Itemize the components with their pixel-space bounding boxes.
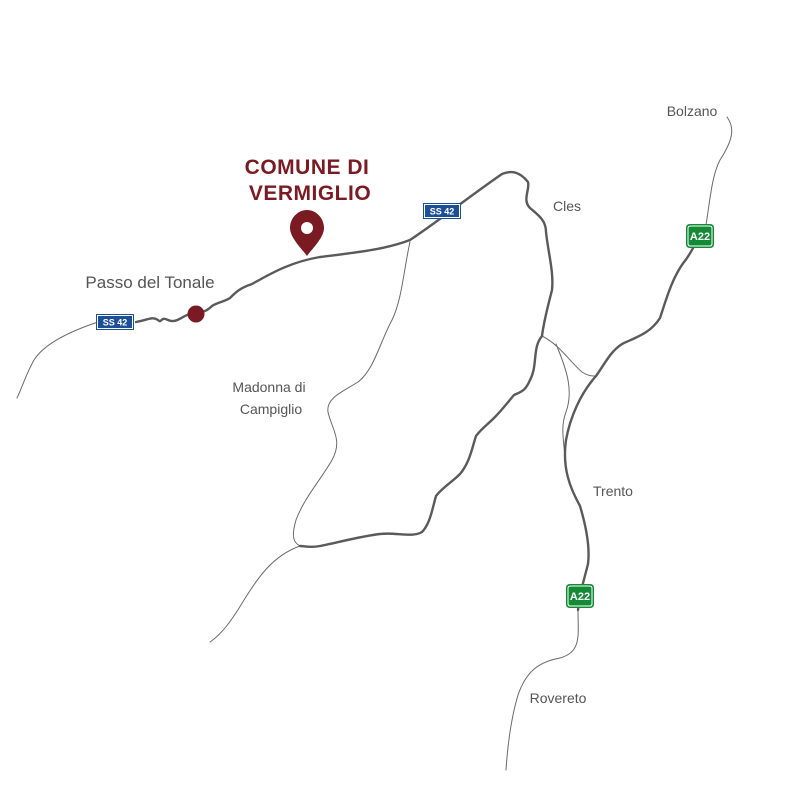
label-cles: Cles	[553, 198, 581, 214]
ss42-label-west: SS 42	[103, 318, 128, 328]
label-passo-del-tonale: Passo del Tonale	[85, 273, 214, 292]
label-bolzano: Bolzano	[667, 103, 718, 119]
ss42-label-east: SS 42	[430, 207, 455, 217]
road-cles-link	[541, 335, 597, 377]
road-bolzano-spur	[705, 116, 733, 226]
road-madonna-valley	[292, 241, 411, 547]
label-madonna-line-1: Madonna di	[232, 379, 305, 395]
minor-roads	[16, 116, 733, 771]
main-roads	[134, 170, 708, 612]
road-ss42	[134, 170, 554, 338]
a22-shield-south: A22	[566, 584, 594, 608]
title-line-2: VERMIGLIO	[249, 182, 371, 205]
a22-label-south: A22	[570, 591, 590, 603]
label-rovereto: Rovereto	[530, 690, 587, 706]
location-dot-icon[interactable]	[187, 305, 205, 323]
road-a22	[563, 223, 708, 612]
title-line-1: COMUNE DI	[245, 156, 370, 179]
road-southwest	[209, 545, 301, 643]
road-rovereto	[505, 609, 579, 771]
road-ss42-west	[16, 321, 99, 399]
place-labels: Bolzano Cles Passo del Tonale Madonna di…	[85, 103, 717, 706]
map-pin-icon[interactable]	[290, 210, 324, 256]
ss42-shield-east: SS 42	[423, 203, 461, 219]
label-madonna-line-2: Campiglio	[240, 401, 302, 417]
comune-title: COMUNE DI VERMIGLIO	[245, 156, 371, 205]
label-trento: Trento	[593, 483, 633, 499]
a22-shield-north: A22	[686, 224, 714, 248]
a22-label-north: A22	[690, 231, 710, 243]
ss42-shield-west: SS 42	[96, 314, 134, 330]
road-val-di-sole-loop	[298, 334, 544, 549]
road-cles-south	[555, 343, 570, 471]
